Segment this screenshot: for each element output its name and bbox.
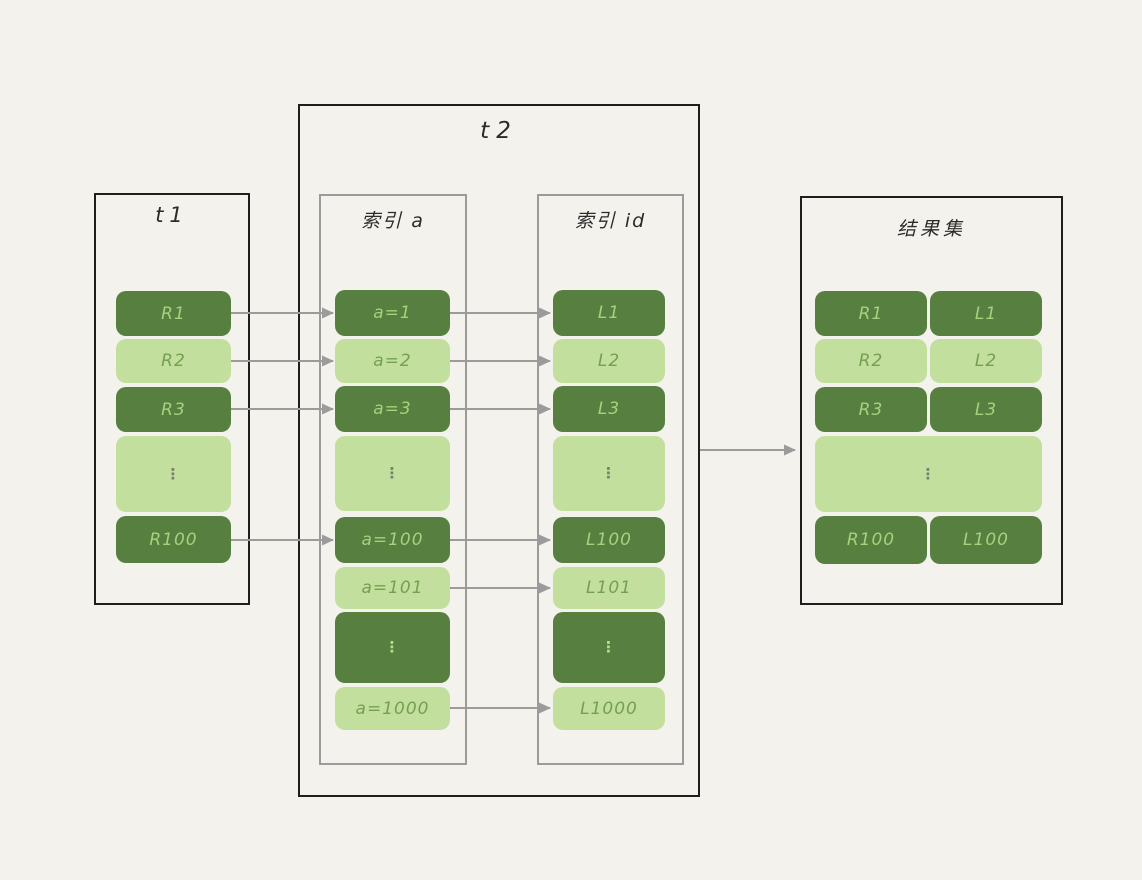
table-t1-box: t1 R1 R2 R3 ⋮ R100 [94,193,250,605]
result-row-100-right: L100 [930,516,1042,564]
t1-row-r2: R2 [116,339,231,383]
index-a-row-2-label: a=2 [373,351,412,371]
index-id-row-101: L101 [553,567,665,609]
index-id-title: 索引 id [574,210,647,232]
index-id-row-1000: L1000 [553,687,665,730]
index-a-row-3-label: a=3 [373,399,412,419]
result-row-3: R3 L3 [815,387,1042,432]
index-a-row-ellipsis-2: ⋮ [335,612,450,683]
index-a-row-ellipsis-2-label: ⋮ [384,638,401,656]
index-a-row-2: a=2 [335,339,450,383]
t1-row-r3-label: R3 [161,399,186,420]
index-a-row-101-label: a=101 [361,578,424,598]
index-a-title: 索引 a [361,210,425,232]
index-a-row-101: a=101 [335,567,450,609]
table-t2-box: t2 索引 a a=1 a=2 a=3 ⋮ a=100 a=101 ⋮ a=10… [298,104,700,797]
t1-row-r100-label: R100 [149,529,198,550]
t1-row-r100: R100 [116,516,231,563]
t1-row-r1: R1 [116,291,231,336]
index-a-row-3: a=3 [335,386,450,432]
result-set-box: 结果集 R1 L1 R2 L2 R3 L3 ⋮ R100 L100 [800,196,1063,605]
index-id-row-1-label: L1 [597,303,621,323]
index-id-box: 索引 id L1 L2 L3 ⋮ L100 L101 ⋮ L1000 [537,194,684,765]
result-row-100-left: R100 [815,516,927,564]
index-id-row-2: L2 [553,339,665,383]
t1-row-r3: R3 [116,387,231,432]
index-a-row-1: a=1 [335,290,450,336]
result-row-ellipsis-label: ⋮ [920,464,937,483]
result-set-title: 结果集 [896,218,966,240]
index-id-row-100-label: L100 [586,530,632,550]
index-id-row-3-label: L3 [597,399,621,419]
result-row-1-left: R1 [815,291,927,336]
table-t2-title: t2 [480,118,518,144]
index-id-row-2-label: L2 [597,351,621,371]
result-row-3-left: R3 [815,387,927,432]
index-id-row-1000-label: L1000 [580,698,638,719]
index-a-row-100-label: a=100 [361,530,424,550]
index-id-row-ellipsis-2: ⋮ [553,612,665,683]
result-row-2-right: L2 [930,339,1042,383]
index-a-row-1-label: a=1 [373,303,412,323]
index-a-box: 索引 a a=1 a=2 a=3 ⋮ a=100 a=101 ⋮ a=1000 [319,194,467,765]
result-row-1-right: L1 [930,291,1042,336]
t1-row-r1-label: R1 [161,303,186,324]
index-id-row-ellipsis-1-label: ⋮ [601,464,617,482]
t1-row-ellipsis-label: ⋮ [165,464,182,483]
result-row-ellipsis: ⋮ [815,436,1042,512]
t1-row-r2-label: R2 [161,351,186,371]
result-row-3-right: L3 [930,387,1042,432]
index-a-row-1000-label: a=1000 [355,698,430,719]
t1-row-ellipsis: ⋮ [116,436,231,512]
index-id-row-ellipsis-1: ⋮ [553,436,665,511]
result-row-100: R100 L100 [815,516,1042,564]
index-id-row-100: L100 [553,517,665,563]
result-row-2: R2 L2 [815,339,1042,383]
result-row-2-left: R2 [815,339,927,383]
index-id-row-ellipsis-2-label: ⋮ [601,638,617,656]
result-row-1: R1 L1 [815,291,1042,336]
index-a-row-ellipsis-1-label: ⋮ [384,464,401,482]
index-id-row-101-label: L101 [586,578,632,598]
index-a-row-1000: a=1000 [335,687,450,730]
index-id-row-1: L1 [553,290,665,336]
table-t1-title: t1 [155,203,189,227]
index-a-row-100: a=100 [335,517,450,563]
index-a-row-ellipsis-1: ⋮ [335,436,450,511]
index-id-row-3: L3 [553,386,665,432]
